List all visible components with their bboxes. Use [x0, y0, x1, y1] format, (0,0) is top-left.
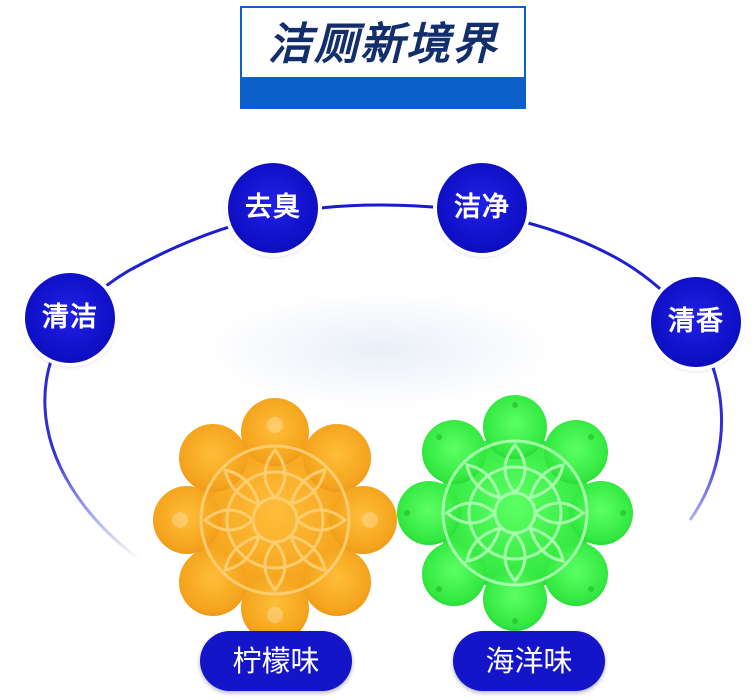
ocean-deodorizer-mat	[395, 393, 635, 633]
feature-circle-clean: 清洁	[25, 273, 115, 363]
feature-label: 去臭	[245, 192, 301, 223]
feature-circle-fragrance: 清香	[651, 277, 741, 367]
header-bar	[242, 77, 524, 107]
ocean-mat-shape	[397, 395, 633, 631]
scent-label-lemon: 柠檬味	[200, 631, 352, 691]
background-glow	[200, 290, 560, 410]
feature-circle-deodorize: 去臭	[228, 163, 318, 253]
feature-label: 洁净	[454, 192, 510, 223]
header-badge: 洁厕新境界	[240, 6, 526, 109]
lemon-deodorizer-mat	[150, 395, 400, 645]
feature-label: 清香	[668, 306, 724, 337]
feature-label: 清洁	[42, 302, 98, 333]
scent-label-text: 柠檬味	[232, 644, 320, 678]
header-title: 洁厕新境界	[268, 19, 498, 70]
scent-label-ocean: 海洋味	[453, 631, 605, 691]
feature-circle-purify: 洁净	[437, 163, 527, 253]
lemon-mat-shape	[153, 398, 397, 642]
scent-label-text: 海洋味	[485, 644, 573, 678]
